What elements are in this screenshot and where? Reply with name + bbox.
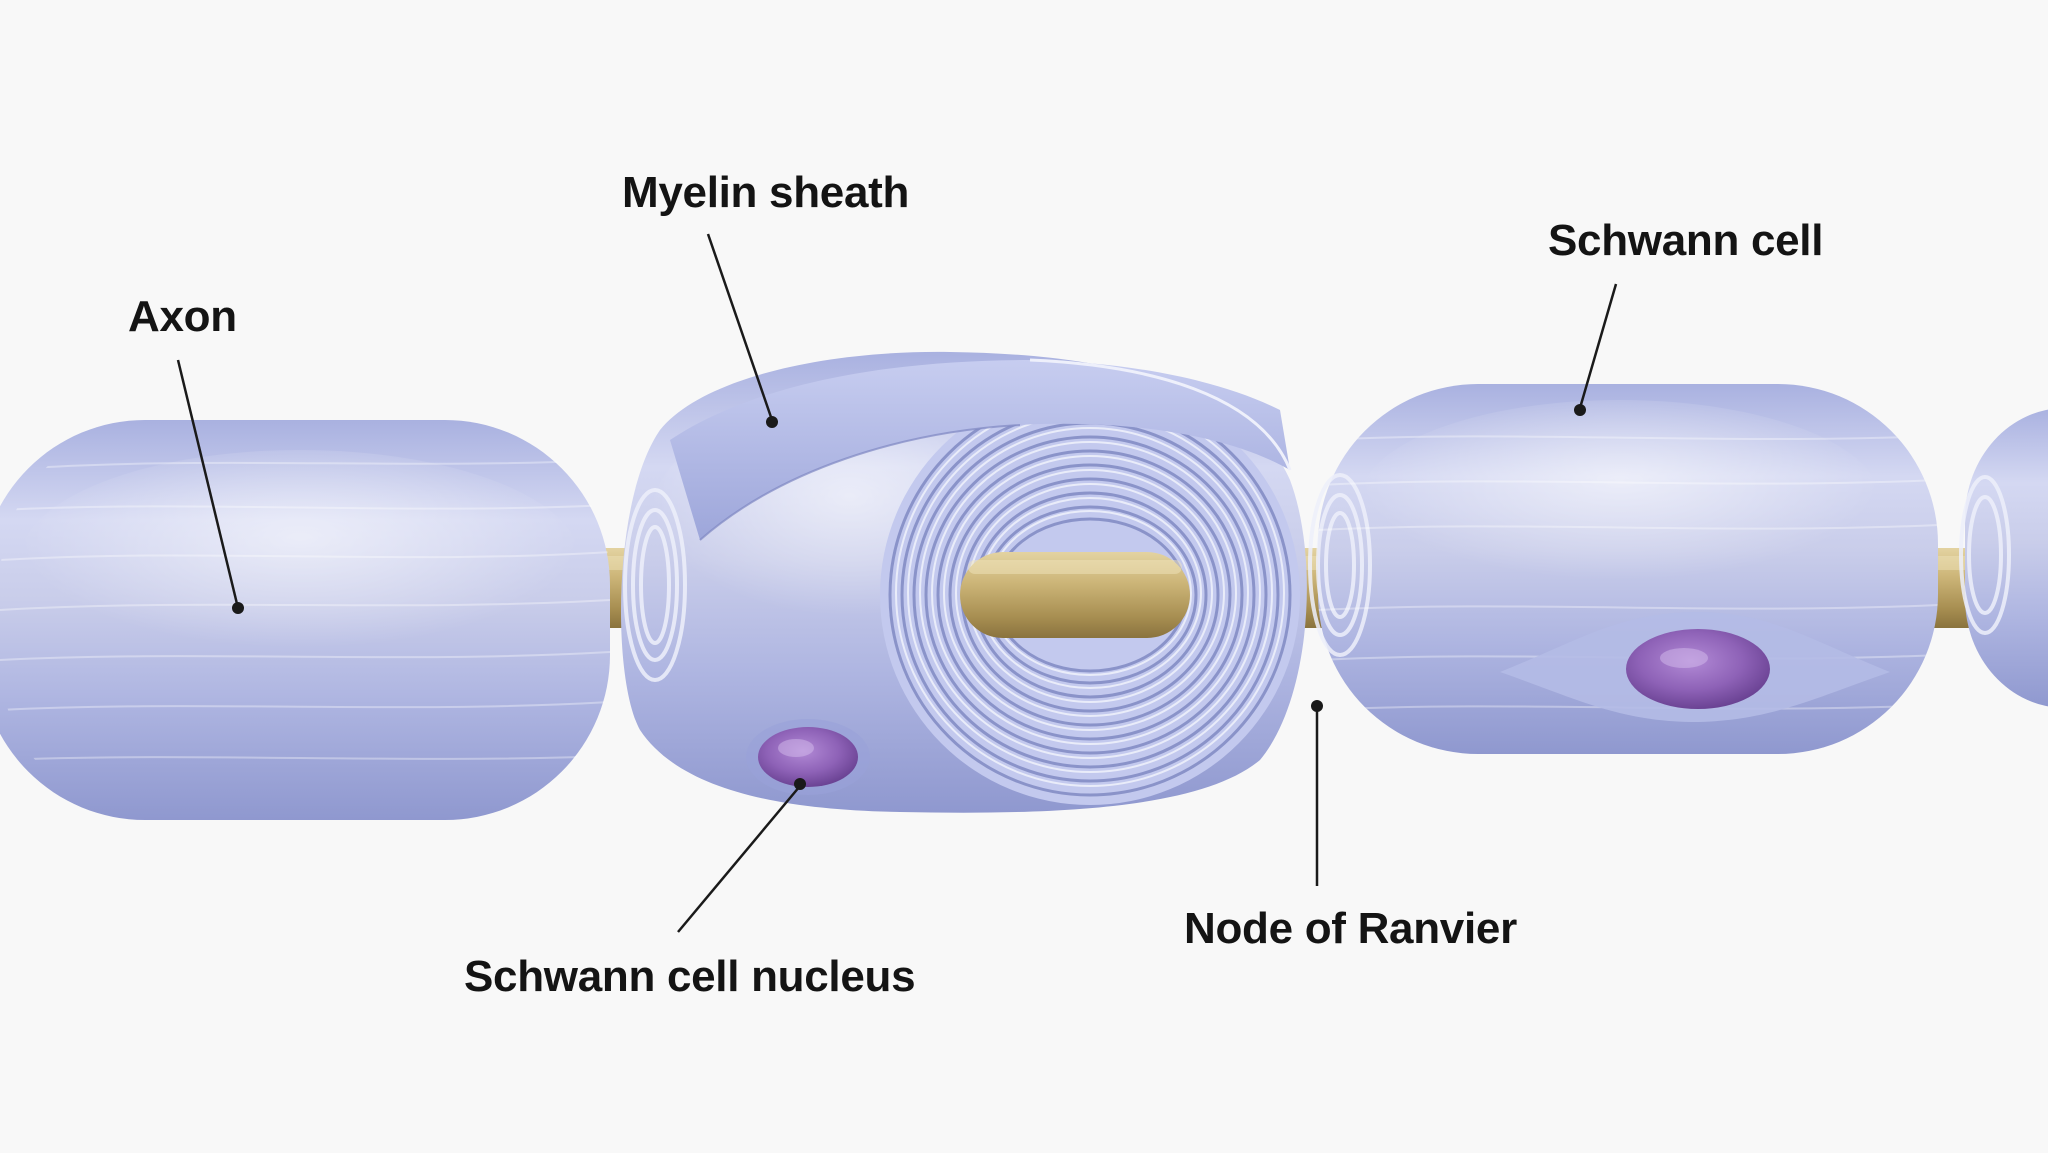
middle-myelin-segment bbox=[621, 351, 1307, 813]
far-right-myelin-segment bbox=[1959, 409, 2048, 707]
right-myelin-segment bbox=[1308, 384, 1938, 754]
myelin-sheath-leader-line bbox=[706, 233, 778, 428]
myelin-sheath-flap bbox=[670, 358, 1292, 541]
label-schwann-cell-nucleus: Schwann cell nucleus bbox=[464, 952, 916, 1001]
node-of-ranvier-leader-line bbox=[1311, 700, 1323, 886]
axon-leader-line bbox=[176, 359, 244, 614]
label-node-of-ranvier: Node of Ranvier bbox=[1184, 904, 1517, 953]
schwann-cell-nucleus-right bbox=[1626, 629, 1770, 709]
label-schwann-cell: Schwann cell bbox=[1548, 216, 1824, 265]
label-axon: Axon bbox=[128, 292, 237, 341]
left-myelin-segment bbox=[0, 420, 610, 820]
nucleus-leader-line bbox=[677, 778, 806, 933]
schwann-cell-leader-line bbox=[1574, 283, 1618, 416]
label-myelin-sheath: Myelin sheath bbox=[622, 168, 910, 217]
schwann-cell-nucleus-middle bbox=[746, 719, 870, 795]
myelin-spiral-layers bbox=[880, 385, 1300, 805]
